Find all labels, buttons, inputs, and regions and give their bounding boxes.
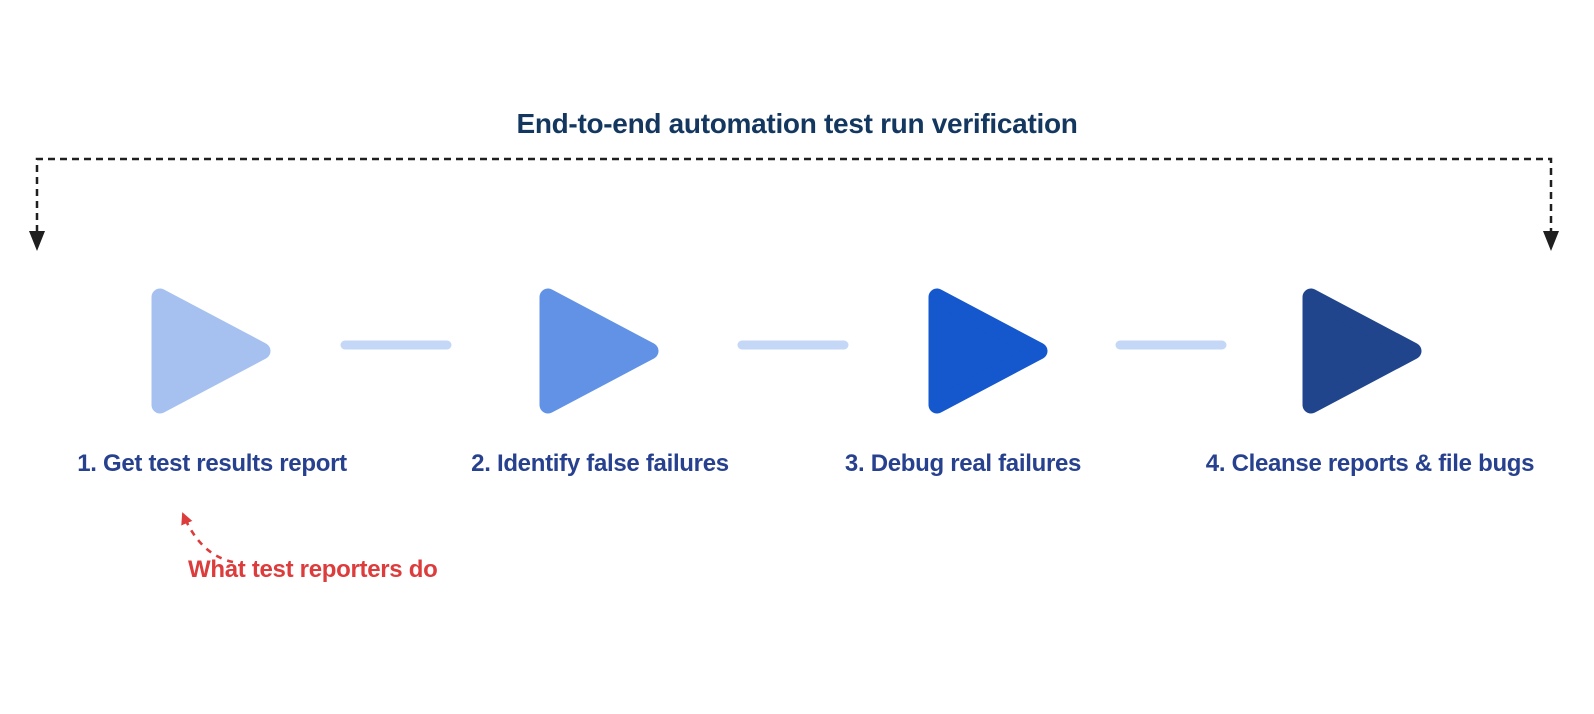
span-bracket-arrow	[29, 157, 1559, 251]
step-2-label: 2. Identify false failures	[471, 450, 729, 477]
step-1-triangle-icon	[151, 288, 271, 414]
step-3-triangle-icon	[928, 288, 1048, 414]
step-1-label: 1. Get test results report	[77, 450, 347, 477]
play-triangle-icon	[151, 288, 271, 414]
annotation-dashed-curve	[181, 512, 234, 564]
step-3-label: 3. Debug real failures	[844, 450, 1082, 477]
step-4-triangle-icon	[1302, 288, 1422, 414]
step-4-label: 4. Cleanse reports & file bugs	[1205, 450, 1535, 477]
play-triangle-icon	[1302, 288, 1422, 414]
annotation-arrow-icon	[181, 512, 234, 564]
step-connector-line	[340, 340, 452, 350]
down-arrowhead-icon	[1543, 231, 1559, 251]
down-arrowhead-icon	[29, 231, 45, 251]
step-connector-line	[737, 340, 849, 350]
annotation-text: What test reporters do	[188, 556, 438, 583]
step-2-triangle-icon	[539, 288, 659, 414]
diagram-title: End-to-end automation test run verificat…	[516, 108, 1078, 139]
play-triangle-icon	[928, 288, 1048, 414]
span-bracket-dashed-line	[35, 157, 1553, 232]
step-connector-line	[1115, 340, 1227, 350]
play-triangle-icon	[539, 288, 659, 414]
